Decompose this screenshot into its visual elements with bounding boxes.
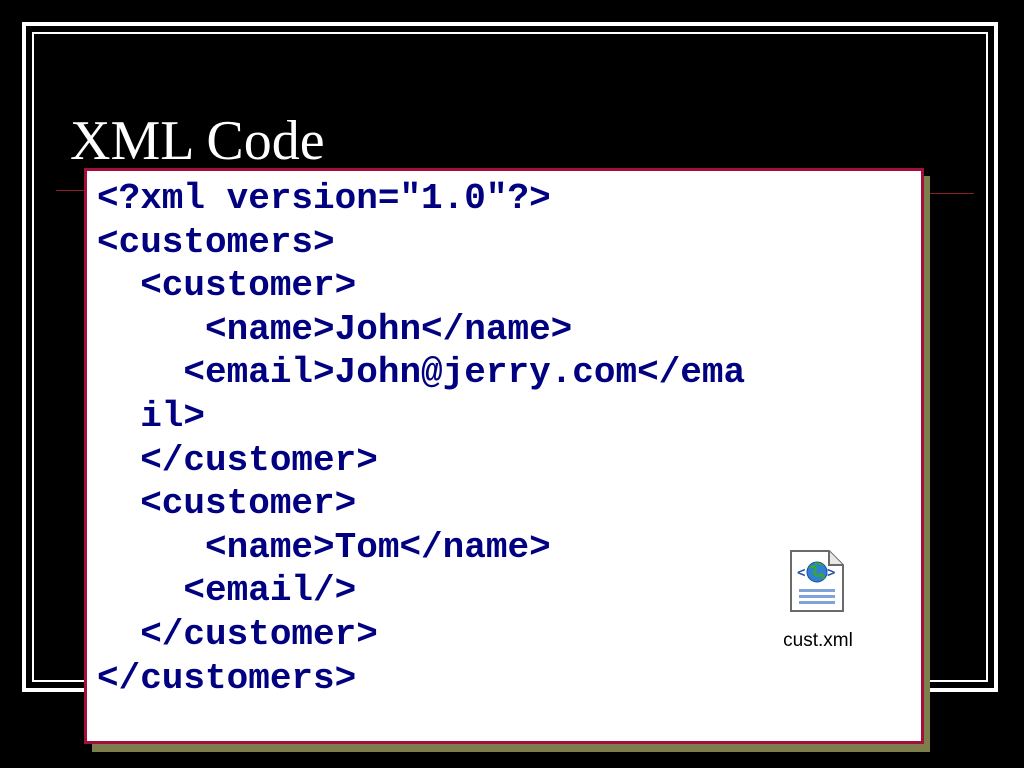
code-line: </customer> — [97, 439, 378, 481]
code-line: <?xml version="1.0"?> — [97, 178, 551, 219]
title-underline-right — [924, 193, 974, 194]
code-line: <email>John@jerry.com</ema — [97, 352, 746, 394]
code-line: <customer> — [97, 265, 357, 307]
code-line: </customer> — [97, 613, 378, 655]
title-underline-left — [56, 190, 88, 191]
file-name-label[interactable]: cust.xml — [783, 630, 853, 651]
code-box: <?xml version="1.0"?> <customers> <custo… — [84, 168, 924, 744]
code-line: <customer> — [97, 483, 357, 525]
code-line: <customers> — [97, 221, 335, 263]
svg-text:>: > — [827, 565, 835, 581]
xml-file-icon[interactable]: < > — [789, 549, 845, 613]
code-line: </customers> — [97, 657, 357, 699]
code-line: il> — [97, 395, 206, 437]
code-line: <name>John</name> — [97, 308, 573, 350]
svg-text:<: < — [797, 565, 805, 581]
code-line: <email/> — [97, 570, 357, 612]
slide-title: XML Code — [70, 110, 325, 172]
code-block: <?xml version="1.0"?> <customers> <custo… — [97, 177, 745, 700]
code-line: <name>Tom</name> — [97, 526, 551, 568]
